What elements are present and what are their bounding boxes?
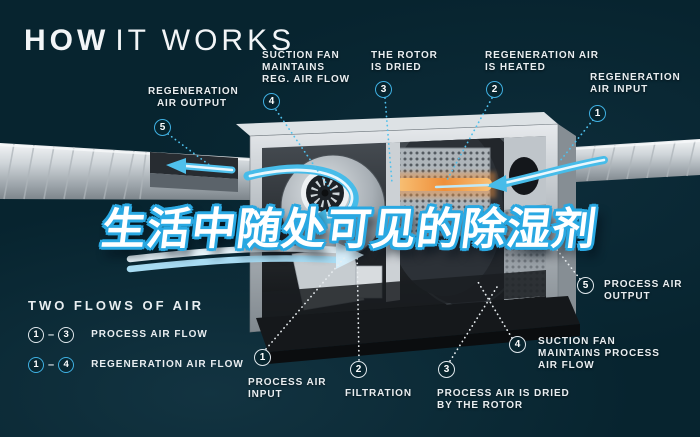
regeneration-output-duct	[0, 143, 253, 200]
callout-regeneration-air-heated: REGENERATION AIR IS HEATED	[485, 50, 599, 73]
leader-lines-bottom	[265, 231, 581, 362]
legend-separator: –	[48, 358, 55, 371]
callout-number-4-top: 4	[263, 93, 280, 110]
callout-suction-fan-process: SUCTION FAN MAINTAINS PROCESS AIR FLOW	[538, 336, 660, 371]
callout-filtration: FILTRATION	[345, 388, 412, 399]
legend-row-process: 1 – 3 PROCESS AIR FLOW	[28, 326, 244, 343]
callout-process-air-output: PROCESS AIR OUTPUT	[604, 279, 683, 302]
callout-number-2-top: 2	[486, 81, 503, 98]
regeneration-output-arrow	[166, 158, 236, 174]
callout-suction-fan-reg: SUCTION FAN MAINTAINS REG. AIR FLOW	[262, 50, 350, 85]
callout-number-4-bottom: 4	[509, 336, 526, 353]
heater	[396, 178, 492, 191]
callout-number-5-bottom: 5	[577, 277, 594, 294]
cabinet	[236, 112, 580, 364]
callout-regeneration-air-output: REGENERATION AIR OUTPUT	[148, 86, 239, 109]
callout-regeneration-air-input: REGENERATION AIR INPUT	[590, 72, 681, 95]
title-bold: HOW	[24, 24, 110, 57]
callout-process-air-input: PROCESS AIR INPUT	[248, 377, 327, 400]
fan-swirl-arrow	[243, 164, 359, 229]
legend-two-flows: TWO FLOWS OF AIR 1 – 3 PROCESS AIR FLOW …	[28, 298, 244, 373]
callout-number-3-bottom: 3	[438, 361, 455, 378]
callout-rotor-is-dried: THE ROTOR IS DRIED	[371, 50, 438, 73]
callout-number-2-bottom: 2	[350, 361, 367, 378]
legend-separator: –	[48, 328, 55, 341]
callout-number-1-bottom: 1	[254, 349, 271, 366]
leader-lines-top	[167, 97, 594, 194]
callout-number-3-top: 3	[375, 81, 392, 98]
legend-circle-to: 4	[58, 356, 75, 373]
regeneration-input-arrow	[434, 156, 608, 192]
callout-number-1-top: 1	[589, 105, 606, 122]
legend-circle-to: 3	[58, 326, 75, 343]
banner-headline: 生活中随处可见的除湿剂	[98, 205, 600, 254]
legend-circle-from: 1	[28, 326, 44, 343]
title-light: IT WORKS	[115, 24, 296, 57]
legend-label: PROCESS AIR FLOW	[91, 329, 208, 340]
callout-number-5-top: 5	[154, 119, 171, 136]
legend-circle-from: 1	[28, 356, 44, 373]
regeneration-input-duct	[551, 139, 700, 183]
callout-process-air-dried: PROCESS AIR IS DRIED BY THE ROTOR	[437, 388, 570, 411]
legend-title: TWO FLOWS OF AIR	[28, 298, 205, 313]
legend-row-regeneration: 1 – 4 REGENERATION AIR FLOW	[28, 356, 244, 373]
process-input-arrow	[126, 242, 364, 273]
legend-label: REGENERATION AIR FLOW	[91, 359, 244, 370]
